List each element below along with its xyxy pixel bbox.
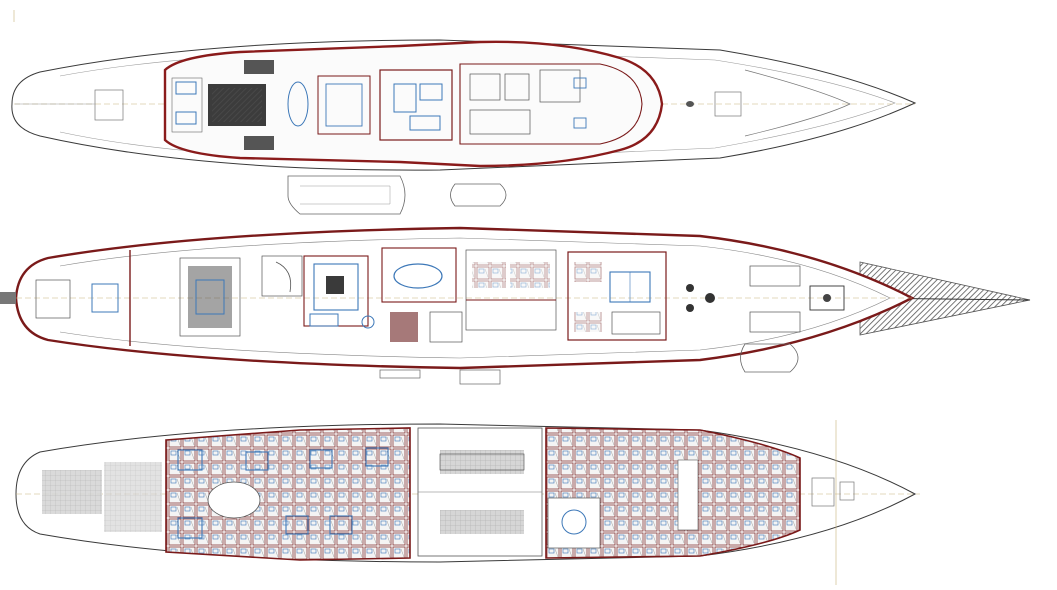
main-deck — [0, 226, 1031, 385]
anchor-icon — [809, 285, 845, 311]
sofa-icon — [309, 313, 375, 329]
winch-icon — [686, 284, 715, 312]
table-icon — [561, 509, 587, 535]
lower-deck — [15, 420, 920, 585]
upper-superstructure — [163, 40, 664, 168]
sofa-icon — [175, 81, 197, 125]
table-icon — [393, 263, 443, 289]
tender-icon — [287, 175, 507, 215]
tender-icon — [740, 343, 799, 373]
table-icon — [287, 81, 309, 127]
upper-deck — [11, 39, 917, 215]
bed-icon — [177, 447, 389, 539]
